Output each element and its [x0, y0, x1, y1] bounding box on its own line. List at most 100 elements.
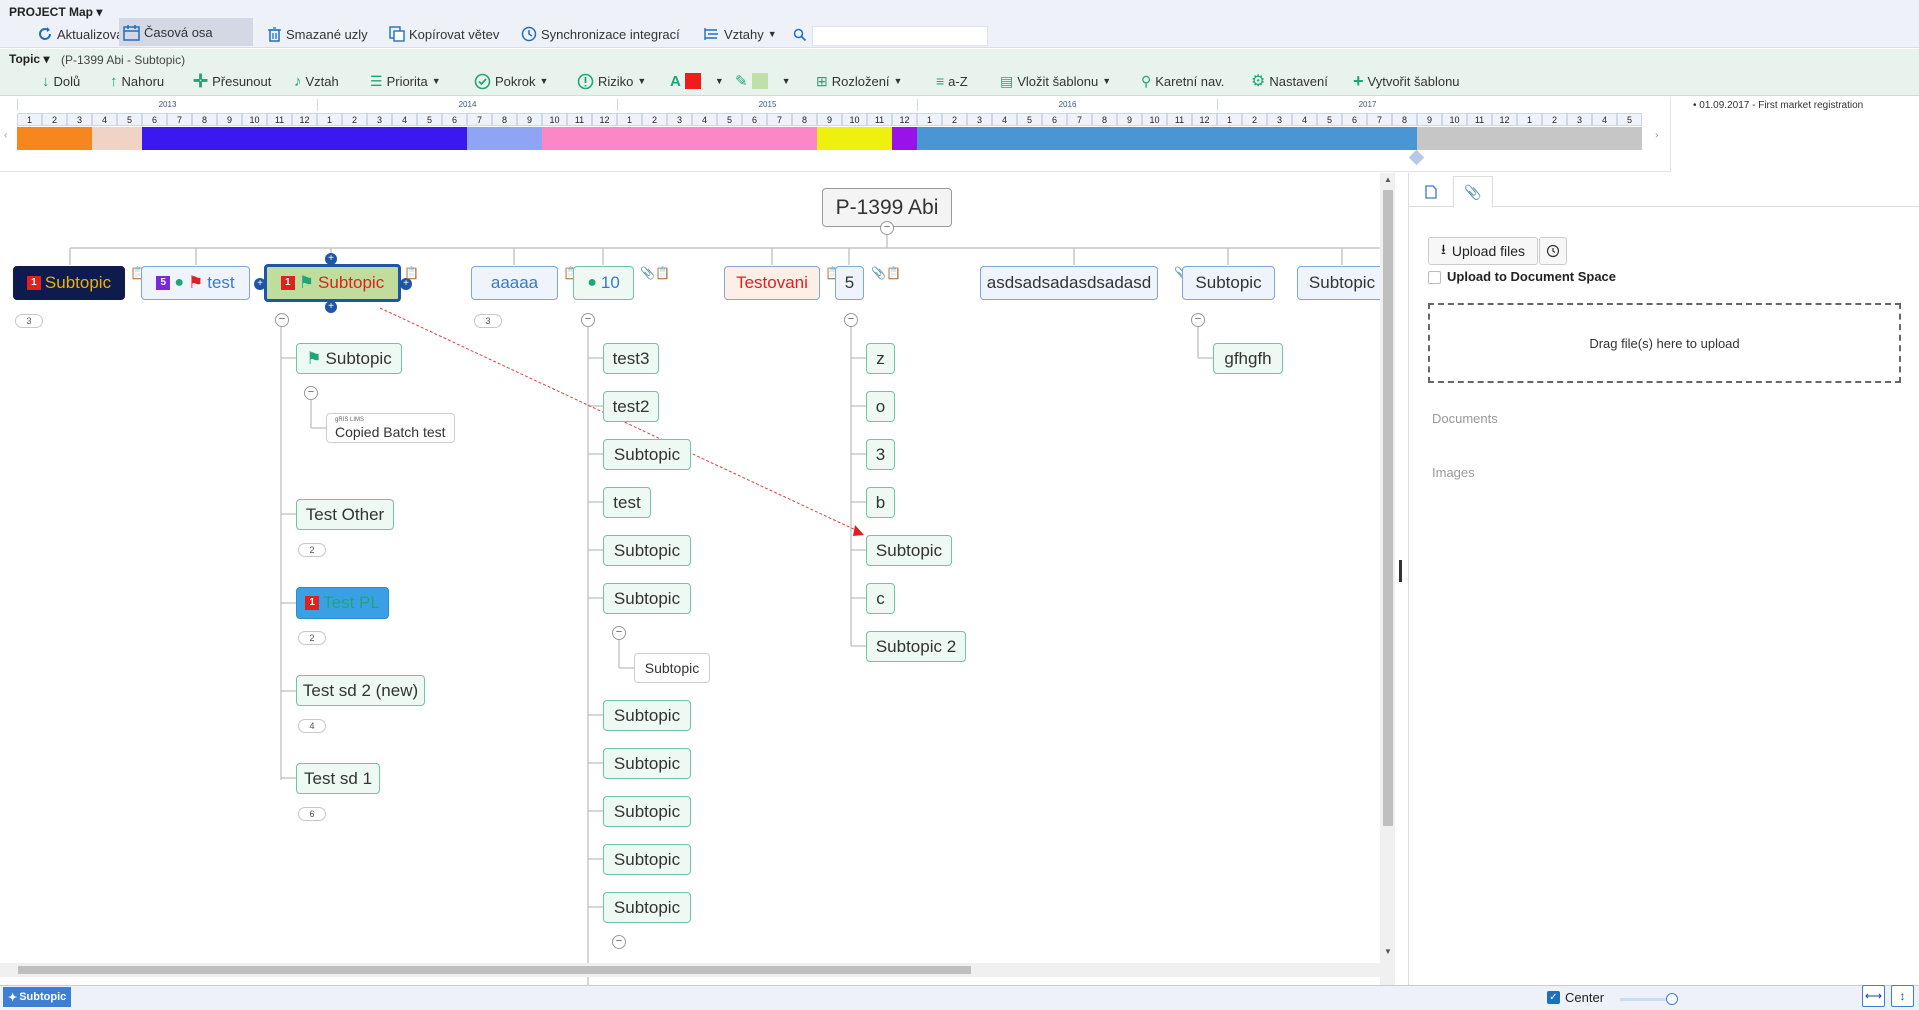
history-button[interactable] — [1539, 237, 1567, 265]
vertical-scroll-thumb[interactable] — [1383, 190, 1393, 826]
clipboard-icon[interactable]: 📋 — [404, 266, 419, 280]
collapse-node-icon[interactable]: − — [612, 626, 626, 640]
node-c[interactable]: c — [866, 583, 895, 614]
node-subtopic[interactable]: ⚑Subtopic — [296, 343, 402, 374]
child-count-badge[interactable]: 6 — [298, 807, 326, 821]
text-color-picker[interactable]: A ▼ — [670, 72, 724, 90]
zoom-slider[interactable] — [1620, 998, 1672, 1001]
top-node-subtopic-2[interactable]: Subtopic — [1182, 266, 1275, 300]
add-sibling-icon[interactable]: + — [325, 253, 337, 265]
node-subtopic[interactable]: Subtopic — [603, 535, 691, 566]
upload-files-button[interactable]: ⭳ Upload files — [1428, 237, 1538, 265]
node-subtopic-nested[interactable]: Subtopic — [634, 653, 710, 683]
center-checkbox[interactable]: ✓ — [1547, 991, 1560, 1004]
node-gfhgfh[interactable]: gfhgfh — [1213, 343, 1283, 374]
node-subtopic[interactable]: Subtopic — [603, 583, 691, 614]
child-count-badge[interactable]: 2 — [298, 543, 326, 557]
child-count-badge[interactable]: 3 — [474, 314, 502, 328]
risk-dropdown[interactable]: Riziko▼ — [577, 70, 646, 92]
node-subtopic[interactable]: Subtopic — [603, 844, 691, 875]
horizontal-scroll-thumb[interactable] — [18, 966, 971, 974]
refresh-button[interactable]: Aktualizovat — [33, 22, 131, 46]
dropzone[interactable]: Drag file(s) here to upload — [1428, 303, 1901, 383]
settings-button[interactable]: ⚙Nastavení — [1251, 73, 1328, 90]
relations-dropdown[interactable]: Vztahy▼ — [700, 22, 781, 46]
timeline-button[interactable]: Časová osa — [119, 18, 253, 46]
add-right-icon[interactable]: + — [400, 278, 412, 290]
node-subtopic[interactable]: Subtopic — [603, 892, 691, 923]
collapse-node-icon[interactable]: − — [304, 386, 318, 400]
fill-color-picker[interactable]: ✎ ▼ — [735, 73, 791, 90]
top-node-subtopic-3[interactable]: Subtopic — [1297, 266, 1380, 300]
add-left-icon[interactable]: + — [254, 278, 266, 290]
timeline-next-icon[interactable]: › — [1655, 130, 1659, 141]
layout-dropdown[interactable]: ⊞Rozložení▼ — [816, 72, 903, 89]
fit-height-button[interactable]: ↕ — [1891, 985, 1914, 1007]
collapse-root-icon[interactable]: − — [880, 221, 894, 235]
attachment-icon[interactable]: 📎📋 — [640, 266, 670, 280]
node-subtopic[interactable]: Subtopic — [603, 439, 691, 470]
child-count-badge[interactable]: 3 — [15, 314, 43, 328]
child-count-badge[interactable]: 2 — [298, 631, 326, 645]
top-node-5[interactable]: 5 — [835, 266, 864, 300]
fit-width-button[interactable]: ⟷ — [1862, 985, 1885, 1007]
zoom-slider-handle[interactable] — [1666, 993, 1678, 1005]
node-subtopic[interactable]: Subtopic — [866, 535, 952, 566]
insert-template-dropdown[interactable]: ▤Vložit šablonu▼ — [1000, 72, 1112, 89]
node-3[interactable]: 3 — [866, 439, 895, 470]
move-down-button[interactable]: ↓Dolů — [42, 72, 81, 90]
scroll-down-icon[interactable]: ▼ — [1384, 947, 1392, 956]
top-node-aaaaa[interactable]: aaaaa — [471, 266, 558, 300]
scroll-up-icon[interactable]: ▲ — [1384, 175, 1392, 184]
move-up-button[interactable]: ↑Nahoru — [110, 72, 165, 90]
top-node-test[interactable]: 5●⚑test — [141, 266, 250, 300]
panel-resize-handle[interactable] — [1399, 560, 1402, 582]
root-node[interactable]: P-1399 Abi — [822, 188, 952, 227]
app-title-menu[interactable]: PROJECT Map ▾ — [9, 5, 103, 19]
collapse-node-icon[interactable]: − — [275, 313, 289, 327]
collapse-node-icon[interactable]: − — [612, 935, 626, 949]
attachment-icon[interactable]: 📎📋 — [871, 266, 901, 280]
top-node-testovani[interactable]: Testovani — [724, 266, 820, 300]
node-test-other[interactable]: Test Other — [296, 499, 394, 530]
node-test-sd-2[interactable]: Test sd 2 (new) — [296, 675, 425, 706]
progress-dropdown[interactable]: Pokrok▼ — [474, 70, 548, 92]
deleted-nodes-button[interactable]: Smazané uzly — [263, 22, 372, 46]
tab-attachments[interactable]: 📎 — [1453, 176, 1493, 208]
node-test2[interactable]: test2 — [603, 391, 659, 422]
top-node-subtopic-selected[interactable]: 1⚑Subtopic — [264, 264, 401, 302]
node-subtopic[interactable]: Subtopic — [603, 796, 691, 827]
timeline-prev-icon[interactable]: ‹ — [4, 130, 8, 141]
collapse-node-icon[interactable]: − — [844, 313, 858, 327]
add-child-icon[interactable]: + — [325, 301, 337, 313]
node-z[interactable]: z — [866, 343, 895, 374]
collapse-node-icon[interactable]: − — [581, 313, 595, 327]
sync-integrations-button[interactable]: Synchronizace integrací — [517, 22, 684, 46]
child-count-badge[interactable]: 4 — [298, 719, 326, 733]
topic-menu[interactable]: Topic ▾ — [9, 52, 50, 66]
search-input[interactable] — [812, 26, 988, 46]
current-topic-button[interactable]: ✦Subtopic — [3, 987, 72, 1007]
relation-button[interactable]: ♪Vztah — [294, 72, 339, 90]
sort-button[interactable]: ≡a-Z — [936, 73, 968, 89]
node-subtopic[interactable]: Subtopic — [603, 748, 691, 779]
card-nav-button[interactable]: ⚲Karetní nav. — [1141, 72, 1225, 89]
tab-notes[interactable] — [1411, 176, 1451, 208]
node-test-sd-1[interactable]: Test sd 1 — [296, 763, 380, 794]
top-node-10[interactable]: ●10 — [573, 266, 634, 300]
node-subtopic[interactable]: Subtopic — [603, 700, 691, 731]
copy-branch-button[interactable]: Kopírovat větev — [385, 22, 503, 46]
move-button[interactable]: ✛Přesunout — [193, 70, 272, 91]
node-subtopic-2[interactable]: Subtopic 2 — [866, 631, 966, 662]
node-test3[interactable]: test3 — [603, 343, 659, 374]
node-o[interactable]: o — [866, 391, 895, 422]
top-node-asdsad[interactable]: asdsadsadasdsadasd — [980, 266, 1158, 300]
priority-dropdown[interactable]: ☰Priorita▼ — [370, 72, 441, 89]
node-test[interactable]: test — [603, 487, 651, 518]
upload-to-ds-checkbox[interactable] — [1428, 271, 1441, 284]
node-b[interactable]: b — [866, 487, 895, 518]
collapse-node-icon[interactable]: − — [1191, 313, 1205, 327]
